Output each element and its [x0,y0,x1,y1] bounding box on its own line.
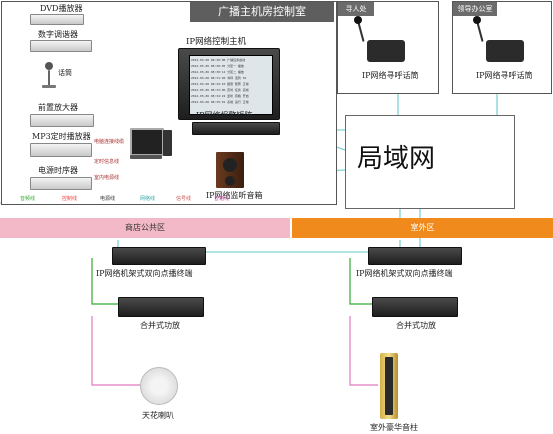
power-sequencer-label: 电源时序器 [38,166,78,175]
outdoor-column-speaker-label: 室外豪华音柱 [370,423,418,432]
dvd-player-device [30,14,84,25]
mp3-timer-label: MP3定时播放器 [32,132,91,141]
outdoor-amp-label: 合并式功放 [396,321,436,330]
control-room [1,1,337,205]
control-room-title: 广播主机房控制室 [190,2,334,22]
computer-monitor [130,128,164,156]
microphone-label: 话筒 [58,69,72,77]
digital-tuner-label: 数字调谐器 [38,30,78,39]
dvd-player-label: DVD播放器 [40,4,83,13]
leader-mic-head [473,16,481,24]
legend-item-3: 电源线 [100,196,116,202]
speaker-line-mall [91,316,140,386]
mall-ceiling-speaker-label: 天花喇叭 [142,411,174,420]
ip-host-device: 2012-05-06 08:30:00 广播任务启动 2012-05-06 08… [178,48,280,120]
mp3-timer-device [30,143,92,157]
legend-item-4: 网络线 [140,196,156,202]
legend-item-6: 音箱线 [214,196,230,202]
alarm-rack-device [192,122,280,135]
reception-mic-label: IP网络寻呼话筒 [362,71,419,80]
mall-ceiling-speaker-device [140,367,178,405]
cable-label-timing: 定时信息线 [94,159,120,165]
microphone-stand [48,70,50,86]
outdoor-terminal-device [368,247,462,265]
power-sequencer-device [30,177,92,190]
alarm-rack-label: IP网络报警矩阵 [196,111,253,120]
lan-label: 局域网 [357,144,436,174]
network-line-mall [117,240,401,253]
outdoor-amp-device [372,297,458,317]
cable-label-power: 室内电源线 [94,175,120,181]
microphone-base [42,85,56,88]
legend-item-5: 信号线 [176,196,192,202]
leader-mic-device [486,40,524,62]
monitor-speaker-label: IP网络监听音箱 [206,191,263,200]
microphone-device [45,62,53,70]
cable-label-computer: 电脑连接线缆 [94,139,125,145]
computer-tower [163,130,172,156]
digital-tuner-device [30,40,92,52]
monitor-speaker-device [216,152,244,188]
reception-room-title: 寻人处 [338,2,374,16]
mall-zone-banner: 商店公共区 [0,218,290,238]
mall-terminal-label: IP网络机架式双向点播终端 [96,269,193,278]
ip-host-label: IP网络控制主机 [186,37,247,47]
preamp-device [30,114,94,127]
audio-line-outdoor-term-amp [349,258,372,305]
leader-office-title: 领导办公室 [453,2,497,16]
speaker-line-outdoor [349,316,378,386]
reception-mic-head [354,16,362,24]
legend-item-1: 音频线 [20,196,36,202]
ip-host-screen: 2012-05-06 08:30:00 广播任务启动 2012-05-06 08… [189,55,273,115]
leader-mic-label: IP网络寻呼话筒 [476,71,533,80]
mall-amp-device [118,297,204,317]
preamp-label: 前置放大器 [38,103,78,112]
outdoor-terminal-label: IP网络机架式双向点播终端 [356,269,453,278]
computer-keyboard [130,155,162,159]
mall-terminal-device [112,247,206,265]
lan-box [345,115,515,209]
legend-item-2: 控制线 [62,196,78,202]
mall-amp-label: 合并式功放 [140,321,180,330]
audio-line-mall-term-amp [91,258,118,305]
outdoor-column-speaker-device [380,353,398,419]
reception-mic-device [367,40,405,62]
outdoor-zone-banner: 室外区 [292,218,553,238]
